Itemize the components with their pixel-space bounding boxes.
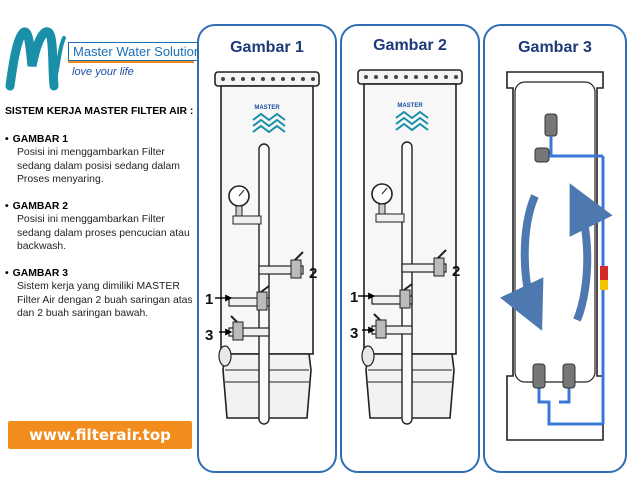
- label-2: 2: [452, 263, 460, 280]
- panel-title: Gambar 3: [518, 39, 592, 56]
- panel-gambar-3: Gambar 3: [483, 24, 627, 473]
- bullet-gambar-3: GAMBAR 3 Sistem kerja yang dimiliki MAST…: [5, 267, 195, 321]
- brand-divider: [68, 61, 194, 63]
- label-3: 3: [350, 325, 358, 342]
- bullet-title: GAMBAR 1: [5, 134, 68, 145]
- bullet-text: Posisi ini menggambarkan Filter sedang d…: [17, 147, 180, 185]
- label-3: 3: [205, 327, 213, 344]
- bullet-text: Sistem kerja yang dimiliki MASTER Filter…: [17, 281, 193, 319]
- logo-m-icon: [5, 27, 66, 91]
- filter-internal-diagram: [499, 71, 613, 441]
- brand-logo: Master Water Solution love your life: [4, 26, 207, 92]
- bullet-title: GAMBAR 2: [5, 201, 68, 212]
- tank-label: MASTER: [254, 105, 280, 111]
- tank-label: MASTER: [397, 103, 423, 109]
- label-1: 1: [350, 289, 358, 306]
- description-panel: SISTEM KERJA MASTER FILTER AIR : GAMBAR …: [5, 105, 195, 334]
- section-heading: SISTEM KERJA MASTER FILTER AIR :: [5, 106, 194, 117]
- bullet-gambar-1: GAMBAR 1 Posisi ini menggambarkan Filter…: [5, 133, 195, 187]
- panel-gambar-1: Gambar 1 MASTER: [197, 24, 337, 473]
- brand-tagline: love your life: [72, 66, 134, 78]
- bullet-gambar-2: GAMBAR 2 Posisi ini menggambarkan Filter…: [5, 200, 195, 254]
- bullet-text: Posisi ini menggambarkan Filter sedang d…: [17, 214, 190, 252]
- filter-tank-diagram-1: MASTER 1 2 3: [205, 71, 320, 425]
- panel-gambar-2: Gambar 2 MASTER: [340, 24, 480, 473]
- filter-tank-diagram-2: MASTER 1 2 3: [350, 69, 463, 425]
- panel-title: Gambar 2: [373, 37, 447, 54]
- website-banner[interactable]: www.filterair.top: [8, 421, 192, 449]
- label-1: 1: [205, 291, 213, 308]
- label-2: 2: [309, 265, 317, 282]
- brand-name: Master Water Solution: [68, 42, 207, 61]
- bullet-title: GAMBAR 3: [5, 268, 68, 279]
- panel-title: Gambar 1: [230, 39, 304, 56]
